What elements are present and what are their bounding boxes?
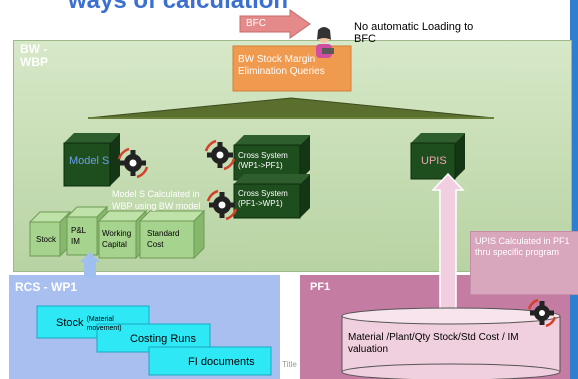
gear-icon-cross-2 xyxy=(206,189,238,221)
cube-stock-label: Stock xyxy=(36,235,57,244)
title-placeholder: Title xyxy=(282,360,297,369)
upis-note: UPIS Calculated in PF1 thru specific pro… xyxy=(475,236,570,257)
queries-label: BW Stock Margin Elimination Queries xyxy=(238,54,325,77)
right-edge-strip xyxy=(570,0,578,379)
gear-icon-model-s xyxy=(117,147,149,179)
rcs-up-arrow xyxy=(80,252,100,278)
doc-stock-label: Stock (Material movement) xyxy=(56,313,122,333)
gear-icon-pf1 xyxy=(527,298,557,328)
database-cylinder xyxy=(341,307,561,379)
rcs-wp1-label: RCS - WP1 xyxy=(15,280,78,294)
cube-working-capital-label: Working Capital xyxy=(102,229,132,249)
model-s-label: Model S xyxy=(69,155,110,167)
cube-working-capital xyxy=(97,209,148,260)
database-label: Material /Plant/Qty Stock/Std Cost / IM … xyxy=(348,332,519,355)
cube-stock xyxy=(28,210,72,258)
bw-wbp-label: BW - WBP xyxy=(20,42,48,69)
model-s-note: Model S Calculated in WBP using BW model xyxy=(112,189,201,211)
cube-standard-cost xyxy=(138,209,206,260)
slide-title-fragment: ways of calculation xyxy=(68,0,289,14)
cross-system-2-label: Cross System (PF1->WP1) xyxy=(238,189,288,208)
pf1-label: PF1 xyxy=(310,281,331,293)
cube-pl-im-label: P&L IM xyxy=(71,226,87,246)
cross-system-1-label: Cross System (WP1->PF1) xyxy=(238,151,288,170)
fi-documents-label: FI documents xyxy=(188,356,255,368)
person-icon xyxy=(316,27,334,58)
bfc-arrow-shape xyxy=(239,9,311,39)
costing-runs-label: Costing Runs xyxy=(130,333,197,345)
upis-note-box xyxy=(470,231,578,295)
doc-stock-sub: (Material movement) xyxy=(86,316,122,332)
cross-system-2-cube xyxy=(233,174,310,219)
no-loading-note: No automatic Loading to BFC xyxy=(354,21,474,45)
upis-cube xyxy=(410,133,465,180)
roof-shape xyxy=(87,97,495,119)
gear-icon-cross-1 xyxy=(204,139,236,171)
model-s-cube xyxy=(63,133,120,187)
upis-label: UPIS xyxy=(421,155,447,167)
bfc-label: BFC xyxy=(246,18,266,29)
doc-stock-main: Stock xyxy=(56,317,87,329)
doc-fi-documents xyxy=(148,346,272,376)
cube-standard-cost-label: Standard Cost xyxy=(147,229,180,249)
